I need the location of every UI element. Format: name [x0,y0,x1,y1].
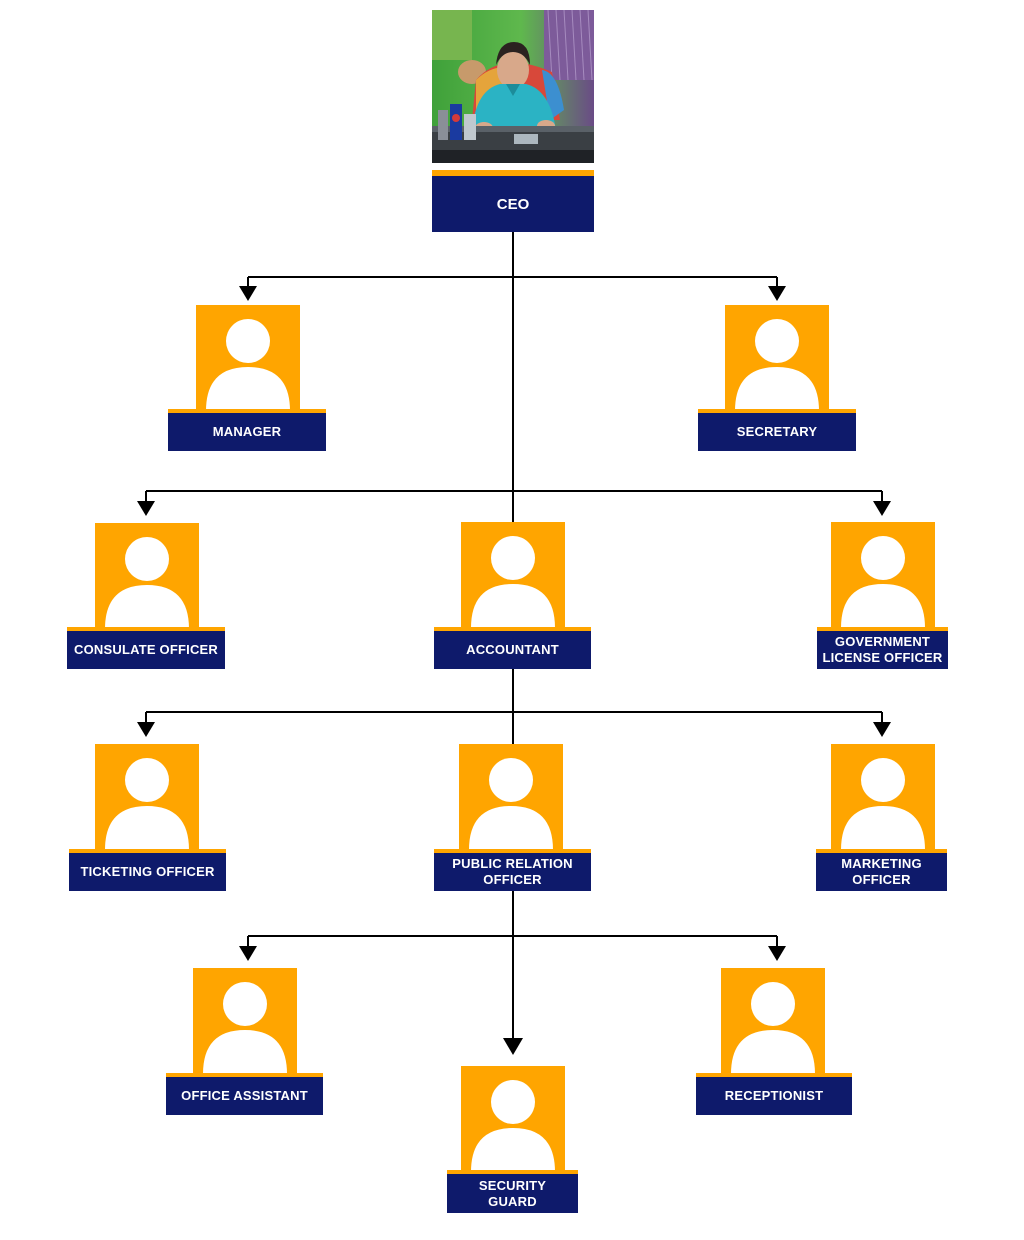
receptionist-accent-stripe [696,1073,852,1077]
marketing-officer-accent-stripe [816,849,947,853]
person-silhouette-icon [831,744,935,850]
arrow-down-icon [503,1038,523,1055]
government-license-officer-label-line: GOVERNMENT [834,634,931,649]
person-silhouette-icon [461,1066,565,1172]
arrow-down-icon [768,946,786,961]
secretary-label: SECRETARY [698,413,856,451]
person-silhouette-icon [196,305,300,411]
office-assistant-accent-stripe [166,1073,323,1077]
public-relation-officer-label-line: PUBLIC RELATION [452,856,573,871]
arrow-down-icon [137,501,155,516]
security-guard-label-line: GUARD [488,1193,537,1209]
ceo-photo [432,9,594,163]
arrow-down-icon [768,286,786,301]
consulate-officer-accent-stripe [67,627,225,631]
accountant-label: ACCOUNTANT [434,631,591,669]
arrow-down-icon [239,946,257,961]
secretary-accent-stripe [698,409,856,413]
accountant-accent-stripe [434,627,591,631]
marketing-officer-label-line: OFFICER [852,872,911,887]
ceo-card-accent-stripe [432,170,594,176]
person-silhouette-icon [95,744,199,850]
arrow-down-icon [873,722,891,737]
receptionist-label: RECEPTIONIST [696,1077,852,1115]
person-silhouette-icon [831,522,935,628]
security-guard-label-line: SECURITY [478,1177,547,1193]
office-assistant-label: OFFICE ASSISTANT [166,1077,323,1115]
consulate-officer-label: CONSULATE OFFICER [67,631,225,669]
arrow-down-icon [239,286,257,301]
ticketing-officer-accent-stripe [69,849,226,853]
person-silhouette-icon [459,744,563,850]
government-license-officer-label-line: LICENSE OFFICER [822,650,943,665]
ceo-card[interactable]: CEO [432,9,594,232]
marketing-officer-label-line: MARKETING [841,856,922,871]
person-silhouette-icon [95,523,199,629]
arrow-down-icon [873,501,891,516]
arrow-down-icon [137,722,155,737]
manager-accent-stripe [168,409,326,413]
public-relation-officer-accent-stripe [434,849,591,853]
manager-label: MANAGER [168,413,326,451]
government-license-officer-accent-stripe [817,627,948,631]
public-relation-officer-label-line: OFFICER [483,872,542,887]
security-guard-accent-stripe [447,1170,578,1174]
ticketing-officer-label: TICKETING OFFICER [69,853,226,891]
person-silhouette-icon [193,968,297,1074]
ceo-label: CEO [432,176,594,232]
person-silhouette-icon [461,522,565,628]
person-silhouette-icon [725,305,829,411]
person-silhouette-icon [721,968,825,1074]
